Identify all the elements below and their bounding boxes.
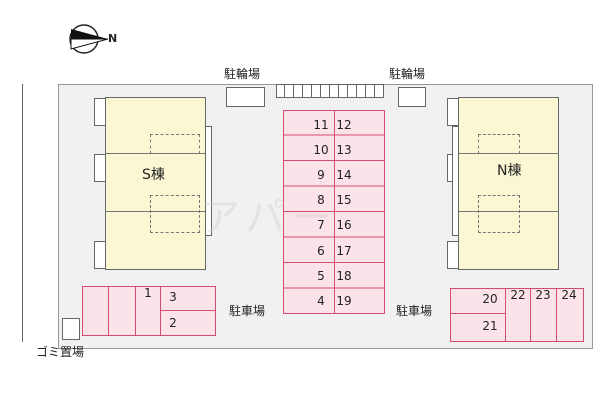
parking-slot-1: 1: [144, 286, 152, 300]
parking-slot-16: 16: [336, 218, 352, 232]
parking-right-divider: [505, 288, 506, 342]
parking-right-divider: [556, 288, 557, 342]
parking-right-hdivider: [450, 313, 505, 314]
parking-slot-5: 5: [317, 269, 325, 283]
building-s-notch: [94, 98, 106, 126]
parking-slot-10: 10: [313, 143, 329, 157]
building-s-balcony: [150, 195, 200, 233]
bicycle-parking-box-left: [226, 87, 265, 107]
parking-slot-20: 20: [482, 292, 498, 306]
parking-slot-21: 21: [482, 319, 498, 333]
parking-slot-14: 14: [336, 168, 352, 182]
building-n-divider: [458, 211, 559, 212]
watermark: アパー: [200, 195, 338, 241]
parking-slot-24: 24: [561, 288, 577, 302]
parking-block-left: [82, 286, 216, 336]
parking-slot-3: 3: [169, 290, 177, 304]
parking-slot-18: 18: [336, 269, 352, 283]
building-s-divider: [105, 211, 206, 212]
parking-right-divider: [530, 288, 531, 342]
parking-left-divider: [108, 286, 109, 336]
parking-slot-11: 11: [313, 118, 329, 132]
bicycle-parking-box-right: [398, 87, 426, 107]
parking-slot-2: 2: [169, 316, 177, 330]
bicycle-parking-label-left: 駐輪場: [224, 67, 261, 81]
building-n: [458, 97, 559, 270]
parking-slot-4: 4: [317, 294, 325, 308]
building-n-balcony: [478, 195, 520, 233]
garbage-area-box: [62, 318, 80, 340]
building-n-label: N棟: [497, 163, 522, 179]
parking-left-hdivider: [160, 310, 216, 311]
parking-block-right: [450, 288, 584, 342]
building-n-notch: [447, 241, 459, 269]
parking-slot-19: 19: [336, 294, 352, 308]
building-s-notch: [94, 241, 106, 269]
building-s-label: S棟: [142, 167, 165, 183]
road-line: [22, 84, 23, 342]
parking-center-rowlines: [283, 110, 385, 314]
parking-slot-22: 22: [510, 288, 526, 302]
parking-slot-7: 7: [317, 218, 325, 232]
building-n-notch: [452, 126, 459, 236]
parking-slot-13: 13: [336, 143, 352, 157]
parking-lot-label-left: 駐車場: [229, 304, 266, 318]
compass-north-label: N: [108, 32, 118, 45]
parking-slot-23: 23: [535, 288, 551, 302]
bicycle-parking-label-right: 駐輪場: [389, 67, 426, 81]
parking-lot-label-right: 駐車場: [396, 304, 433, 318]
building-n-notch: [447, 98, 459, 126]
parking-slot-8: 8: [317, 193, 325, 207]
building-s-balcony: [150, 134, 200, 154]
parking-slot-17: 17: [336, 244, 352, 258]
parking-slot-9: 9: [317, 168, 325, 182]
parking-slot-12: 12: [336, 118, 352, 132]
parking-slot-15: 15: [336, 193, 352, 207]
compass-arrow-icon: [69, 24, 109, 54]
parking-slot-6: 6: [317, 244, 325, 258]
building-n-balcony: [478, 134, 520, 154]
garbage-area-label: ゴミ置場: [36, 345, 85, 359]
garbage-strip-dividers: [276, 84, 384, 98]
building-s-notch: [205, 126, 212, 236]
building-s: [105, 97, 206, 270]
building-s-notch: [94, 154, 106, 182]
parking-left-divider: [135, 286, 136, 336]
parking-left-divider: [160, 286, 161, 336]
